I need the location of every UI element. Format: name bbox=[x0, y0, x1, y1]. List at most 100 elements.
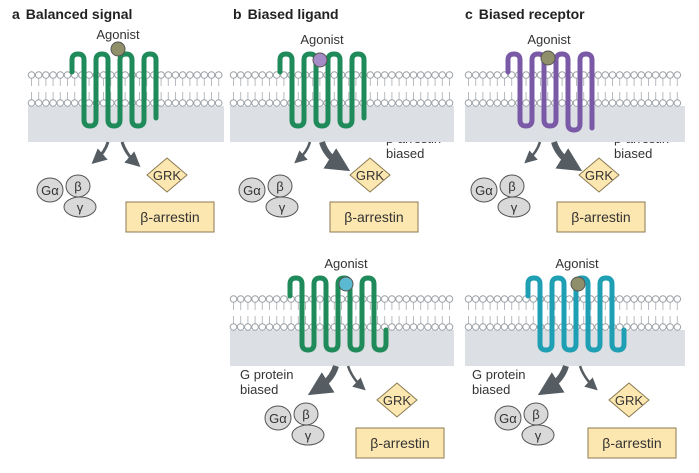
arrow-gprotein-a bbox=[91, 141, 110, 164]
lipid-head bbox=[637, 323, 646, 331]
arrow-grk-c-thin bbox=[578, 365, 598, 391]
lipid-head bbox=[659, 295, 667, 303]
panel-b-title-text: Biased ligand bbox=[247, 6, 339, 22]
lipid-head bbox=[380, 99, 389, 107]
lipid-head bbox=[594, 99, 602, 107]
panel-b-diagram: Agonist bbox=[229, 32, 454, 172]
agonist-label-b-bottom: Agonist bbox=[324, 256, 368, 271]
g-beta-label: β bbox=[74, 179, 81, 194]
arrestin-biased-line2-c: biased bbox=[614, 146, 653, 161]
lipid-head bbox=[402, 71, 411, 79]
lipid-head bbox=[479, 71, 487, 79]
lipid-head bbox=[265, 71, 274, 79]
grk-diamond bbox=[578, 157, 620, 193]
lipid-head bbox=[438, 99, 447, 107]
grk-label: GRK bbox=[615, 393, 644, 408]
lipid-head bbox=[651, 71, 660, 79]
panel-a-title-text: Balanced signal bbox=[25, 6, 133, 22]
lipid-head bbox=[34, 71, 43, 79]
lipid-head bbox=[229, 323, 238, 331]
lipid-head bbox=[330, 71, 339, 79]
lipid-head bbox=[280, 323, 288, 331]
lipid-head bbox=[56, 71, 65, 79]
g-beta-subunit bbox=[499, 174, 525, 198]
lipid-head bbox=[178, 99, 187, 107]
lipid-head bbox=[416, 295, 425, 303]
panel-b-letter: b bbox=[233, 6, 242, 22]
lipid-head bbox=[42, 99, 50, 107]
lipid-head bbox=[666, 323, 674, 331]
panel-a-letter: a bbox=[12, 6, 20, 22]
lipid-head bbox=[402, 99, 411, 107]
lipid-head bbox=[651, 99, 660, 107]
lipid-head bbox=[515, 323, 523, 331]
grk-label: GRK bbox=[383, 393, 412, 408]
lipid-head bbox=[229, 71, 238, 79]
g-alpha-label: Gα bbox=[499, 411, 517, 426]
lipid-head bbox=[565, 295, 574, 303]
lipid-head bbox=[258, 323, 267, 331]
lipid-head bbox=[615, 323, 624, 331]
lipid-head bbox=[464, 323, 473, 331]
lipid-head bbox=[272, 295, 281, 303]
grk-diamond bbox=[146, 157, 188, 193]
lipid-head bbox=[251, 99, 259, 107]
lipid-head bbox=[445, 99, 454, 107]
g-gamma-label: γ bbox=[535, 428, 542, 443]
beta-arrestin-label: β-arrestin bbox=[140, 209, 199, 225]
lipid-head bbox=[558, 71, 566, 79]
lipid-head bbox=[193, 71, 201, 79]
lipid-head bbox=[244, 323, 252, 331]
lipid-head bbox=[666, 295, 674, 303]
arrow-gprotein-b bbox=[294, 141, 312, 164]
lipid-head bbox=[49, 99, 57, 107]
lipid-head bbox=[207, 99, 216, 107]
agonist-a bbox=[110, 41, 126, 57]
lipid-head bbox=[251, 295, 259, 303]
lipid-head bbox=[402, 295, 411, 303]
lipid-head bbox=[615, 295, 624, 303]
lipid-head bbox=[380, 295, 389, 303]
g-alpha-label: Gα bbox=[243, 183, 261, 198]
lipid-head bbox=[644, 99, 653, 107]
g-beta-subunit bbox=[267, 174, 293, 198]
lipid-head bbox=[424, 323, 432, 331]
lipid-head bbox=[673, 295, 682, 303]
lipid-head bbox=[409, 323, 418, 331]
lipid-head bbox=[121, 99, 129, 107]
beta-arrestin-box bbox=[125, 201, 215, 233]
lipid-head bbox=[630, 99, 638, 107]
lipid-head bbox=[121, 71, 129, 79]
lipid-head bbox=[42, 71, 50, 79]
lipid-head bbox=[601, 71, 610, 79]
lipid-head bbox=[493, 99, 502, 107]
receptor-c bbox=[505, 51, 595, 133]
lipid-head bbox=[157, 99, 165, 107]
lipid-head bbox=[445, 71, 454, 79]
lipid-head bbox=[431, 295, 439, 303]
g-alpha-subunit bbox=[264, 405, 292, 431]
lipid-head bbox=[507, 99, 516, 107]
lipid-head bbox=[522, 99, 530, 107]
lipid-head bbox=[258, 99, 267, 107]
beta-arrestin-a: β-arrestin bbox=[125, 201, 215, 233]
lipid-head bbox=[27, 71, 36, 79]
g-beta-label: β bbox=[276, 179, 283, 194]
lipid-head bbox=[236, 295, 245, 303]
lipid-head bbox=[366, 99, 375, 107]
lipid-head bbox=[402, 323, 411, 331]
lipid-head bbox=[56, 99, 65, 107]
lipid-head bbox=[486, 71, 494, 79]
lipid-head bbox=[630, 323, 638, 331]
lipid-head bbox=[193, 99, 201, 107]
lipid-head bbox=[186, 71, 194, 79]
beta-arrestin-label: β-arrestin bbox=[602, 435, 661, 451]
lipid-head bbox=[493, 295, 502, 303]
lipid-head bbox=[666, 71, 674, 79]
lipid-head bbox=[515, 295, 523, 303]
lipid-head bbox=[316, 323, 324, 331]
gprotein-biased-line2-c: biased bbox=[472, 382, 511, 397]
lipid-head bbox=[395, 323, 403, 331]
